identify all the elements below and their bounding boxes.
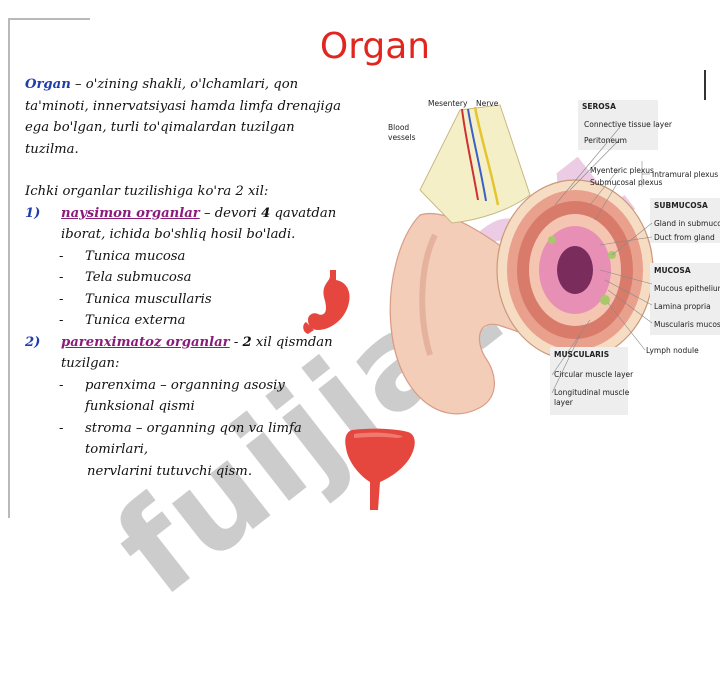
lymph-nodule: [600, 295, 610, 305]
gland-nodule: [548, 236, 556, 244]
label-submucosal-plexus: Submucosal plexus: [590, 178, 663, 187]
label-epithelium: Mucous epithelium: [654, 284, 720, 293]
label-mucosa: MUCOSA: [654, 266, 691, 275]
nerve-strand: [473, 106, 500, 206]
text-block: Organ – o'zining shakli, o'lchamlari, qo…: [25, 74, 345, 482]
label-connective: Connective tissue layer: [584, 120, 673, 129]
list-item: -Tela submucosa: [59, 270, 192, 285]
definition: Organ – o'zining shakli, o'lchamlari, qo…: [25, 74, 345, 160]
label-circular: Circular muscle layer: [554, 370, 634, 379]
label-intramural: Intramural plexus: [652, 170, 718, 179]
list-item: -Tunica externa: [59, 313, 186, 328]
intro-text: Ichki organlar tuzilishiga ko'ra 2 xil:: [25, 184, 269, 199]
list-item-1: 1) naysimon organlar – devori 4 qavatdan…: [25, 203, 345, 332]
definition-term: Organ: [25, 77, 71, 92]
label-serosa: SEROSA: [582, 102, 616, 111]
list-tail: nervlarini tutuvchi qism.: [87, 463, 253, 479]
list-item: -stroma – organning qon va limfa tomirla…: [59, 420, 302, 458]
item-keyword: naysimon organlar: [61, 205, 200, 221]
muscularis-box: [550, 347, 628, 415]
mucosa-box: [650, 263, 720, 335]
item-keyword: parenximatoz organlar: [61, 334, 230, 350]
intestine-fold: [419, 233, 438, 356]
label-longitudinal: layer: [554, 398, 574, 407]
item-number: 1): [25, 205, 41, 221]
label-longitudinal: Longitudinal muscle: [554, 388, 630, 397]
stomach-wall-diagram: Mesentery Nerve Blood vessels SEROSA Con…: [380, 95, 720, 440]
part-count: 2: [242, 334, 252, 350]
wall-lumen: [557, 246, 593, 294]
frame-line-top: [8, 18, 90, 20]
submucosa-box: [650, 198, 720, 243]
frame-line-left: [8, 18, 10, 518]
layer-list: -Tunica mucosa -Tela submucosa -Tunica m…: [59, 246, 345, 332]
stomach-icon: [303, 270, 350, 334]
label-lymph: Lymph nodule: [646, 346, 699, 355]
label-duct: Duct from gland: [654, 233, 715, 242]
label-muscularis-mucosae: Muscularis mucosae: [654, 320, 720, 329]
slide-title: Organ: [319, 26, 431, 67]
blood-vessel-blue: [467, 108, 487, 202]
leader-lines: [551, 126, 653, 394]
label-blood-vessels: vessels: [388, 133, 416, 142]
part-list: -parenxima – organning asosiy funksional…: [59, 375, 345, 461]
item-number: 2): [25, 334, 41, 350]
label-blood-vessels: Blood: [388, 123, 409, 132]
serosa-box: [578, 100, 658, 150]
label-mesentery: Mesentery: [428, 99, 468, 108]
frame-line-right: [704, 70, 706, 100]
label-submucosa: SUBMUCOSA: [654, 201, 708, 210]
mesentery-sheet: [419, 104, 531, 224]
label-muscularis: MUSCULARIS: [554, 350, 609, 359]
diagram-svg: Mesentery Nerve Blood vessels SEROSA Con…: [388, 99, 720, 415]
label-gland: Gland in submucosa: [654, 219, 720, 228]
label-lamina: Lamina propria: [654, 302, 711, 311]
label-peritoneum: Peritoneum: [584, 136, 627, 145]
label-myenteric: Myenteric plexus: [590, 166, 654, 175]
label-nerve: Nerve: [476, 99, 499, 108]
list-item: -parenxima – organning asosiy funksional…: [59, 377, 285, 415]
blood-vessel-red: [461, 108, 479, 201]
list-item-2: 2) parenximatoz organlar - 2 xil qismdan…: [25, 332, 345, 483]
list-item: -Tunica mucosa: [59, 248, 186, 264]
liver-icon: [345, 428, 415, 510]
list-item: -Tunica muscullaris: [59, 291, 212, 307]
definition-text: – o'zining shakli, o'lchamlari, qon ta'm…: [25, 77, 341, 157]
layer-count: 4: [261, 205, 271, 221]
